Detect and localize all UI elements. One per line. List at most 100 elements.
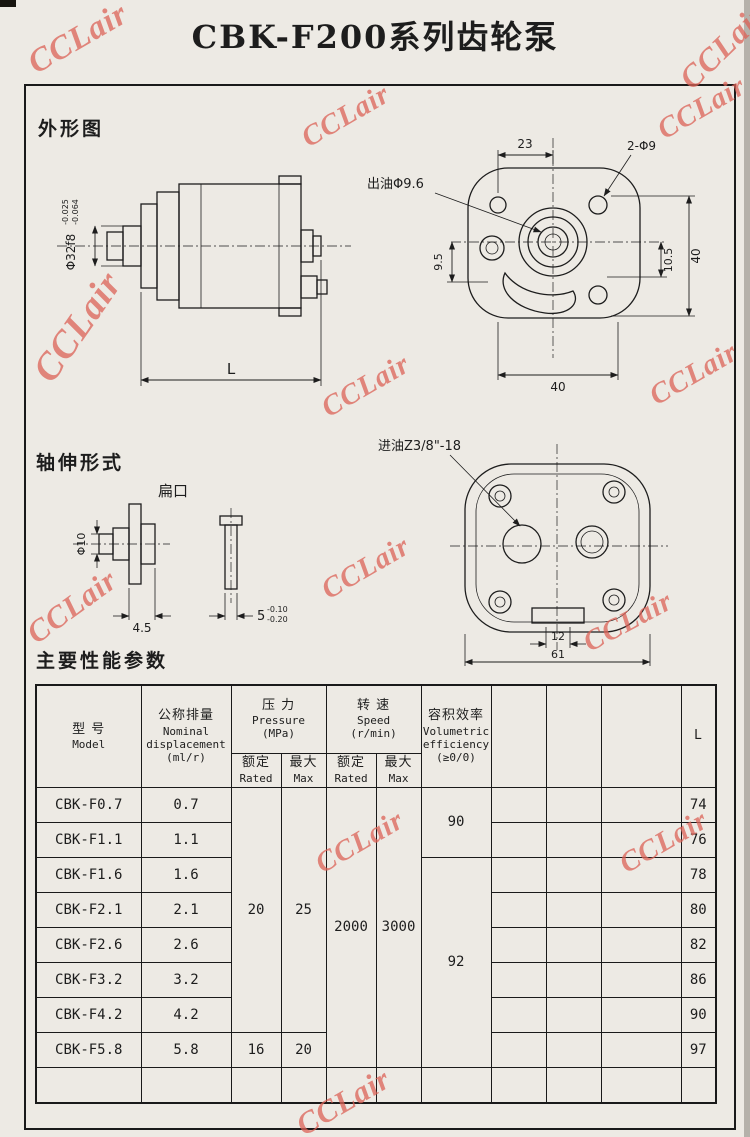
dim-5: 5 -0.10 -0.20: [209, 593, 288, 624]
subheader-speed-rated: 额定 Rated: [325, 752, 377, 788]
relief-recess: [502, 271, 577, 315]
bolt-hole-tl: [488, 484, 512, 508]
col-header-efficiency: 容积效率 Volumetric efficiency (≥0/0): [420, 684, 492, 788]
dim-40-vertical: 40: [611, 195, 703, 317]
cell-blank: [600, 996, 682, 1033]
shaft-tol-upper-label: -0.025: [61, 199, 70, 225]
inlet-port-label: 进油Z3/8"-18: [378, 439, 461, 454]
length-dim-label: L: [227, 360, 236, 378]
model-header-en: Model: [72, 737, 106, 751]
bolt-hole-top-left: [489, 196, 507, 214]
bolt-holes-label: 2-Φ9: [627, 139, 656, 153]
cell-blank: [490, 786, 547, 823]
cell-blank: [490, 1066, 547, 1104]
dim-12-label: 12: [551, 630, 565, 643]
dim-4-5-label: 4.5: [132, 621, 151, 635]
subheader-speed-max: 最大 Max: [375, 752, 422, 788]
cell-speed-rated: 2000: [325, 786, 377, 1068]
col-header-blank: [545, 684, 602, 788]
cell-blank: [490, 1031, 547, 1068]
cell-blank: [545, 961, 602, 998]
dim-40-horizontal-label: 40: [550, 380, 565, 394]
cell-length: 78: [680, 856, 717, 893]
cell-length: 74: [680, 786, 717, 823]
cell-blank: [545, 996, 602, 1033]
dim-5-tol-upper: -0.10: [267, 605, 288, 614]
table-row: CBK-F5.8 5.8 16 20 97: [35, 1031, 717, 1068]
outlet-port-rear: [575, 525, 609, 559]
cell-blank: [280, 1066, 327, 1104]
hub: [140, 523, 156, 565]
cell-blank: [680, 1066, 717, 1104]
dim-9-5: 9.5: [432, 241, 488, 283]
shaft-extension-drawing: 扁口 Φ10 4.5: [73, 482, 288, 635]
col-header-blank: [490, 684, 547, 788]
cell-blank: [545, 926, 602, 963]
cell-length: 82: [680, 926, 717, 963]
cell-blank: [545, 1031, 602, 1068]
bolt-hole-tr: [602, 480, 626, 504]
col-header-blank: [600, 684, 682, 788]
cell-blank: [490, 821, 547, 858]
cell-displacement: 1.6: [140, 856, 232, 893]
speed-header-cn: 转 速: [356, 697, 391, 713]
label-inlet: 进油Z3/8"-18: [378, 439, 521, 527]
cell-blank: [545, 786, 602, 823]
table-row: CBK-F2.6 2.6 82: [35, 926, 717, 963]
cell-blank: [600, 1031, 682, 1068]
dim-shaft-diameter: Φ32f8 -0.025 -0.064: [61, 199, 123, 270]
table-row: CBK-F2.1 2.1 80: [35, 891, 717, 928]
pump-side-profile: [57, 175, 351, 317]
flange-outline: [467, 167, 641, 319]
subheader-pressure-rated: 额定 Rated: [230, 752, 282, 788]
cell-blank: [600, 891, 682, 928]
cell-displacement: 2.1: [140, 891, 232, 928]
cell-blank: [490, 856, 547, 893]
dim-phi10: Φ10: [75, 520, 113, 568]
cell-blank: [600, 926, 682, 963]
cell-length: 90: [680, 996, 717, 1033]
cell-displacement: 1.1: [140, 821, 232, 858]
pump-rear-view: [450, 444, 668, 650]
cell-blank: [490, 961, 547, 998]
dim-23-label: 23: [517, 137, 532, 151]
label-outlet: 出油Φ9.6: [367, 177, 542, 233]
cell-pressure-max: 25: [280, 786, 327, 1033]
flat-width: [224, 524, 238, 590]
table-row: CBK-F0.7 0.7 20 25 2000 3000 90 74: [35, 786, 717, 1068]
cell-model: CBK-F0.7: [35, 786, 142, 823]
cell-pressure-rated: 16: [230, 1031, 282, 1068]
cell-blank: [600, 961, 682, 998]
cell-length: 80: [680, 891, 717, 928]
cell-blank: [490, 926, 547, 963]
cell-displacement: 5.8: [140, 1031, 232, 1068]
shaft-end-view: [219, 508, 243, 603]
outlet-port-label: 出油Φ9.6: [367, 177, 424, 192]
length-header: L: [694, 728, 703, 744]
pump-front-view: [451, 138, 667, 358]
dim-40-vertical-label: 40: [689, 248, 703, 263]
mount-ear-bottom: [278, 307, 302, 317]
cell-speed-max: 3000: [375, 786, 422, 1068]
cell-blank: [325, 1066, 377, 1104]
col-header-pressure: 压 力 Pressure (MPa): [230, 684, 327, 754]
cell-length: 76: [680, 821, 717, 858]
dim-12: 12: [530, 627, 586, 648]
label-bolt-holes: 2-Φ9: [603, 139, 656, 197]
section-params-heading: 主要性能参数: [36, 650, 169, 672]
cell-model: CBK-F2.1: [35, 891, 142, 928]
cell-length: 97: [680, 1031, 717, 1068]
side-view-drawing: Φ32f8 -0.025 -0.064 L: [57, 175, 351, 386]
dim-23: 23: [497, 137, 554, 193]
cell-model: CBK-F4.2: [35, 996, 142, 1033]
dim-phi10-label: Φ10: [75, 533, 88, 556]
scan-artifact: [0, 0, 16, 7]
cell-blank: [420, 1066, 492, 1104]
rear-body-outline: [464, 463, 651, 633]
outlet-port: [537, 226, 569, 258]
cell-blank: [600, 786, 682, 823]
shaft-dia-label: Φ32f8: [64, 234, 78, 271]
cell-pressure-max: 20: [280, 1031, 327, 1068]
cell-efficiency: 92: [420, 856, 492, 1068]
dim-10-5: 10.5: [607, 241, 675, 278]
